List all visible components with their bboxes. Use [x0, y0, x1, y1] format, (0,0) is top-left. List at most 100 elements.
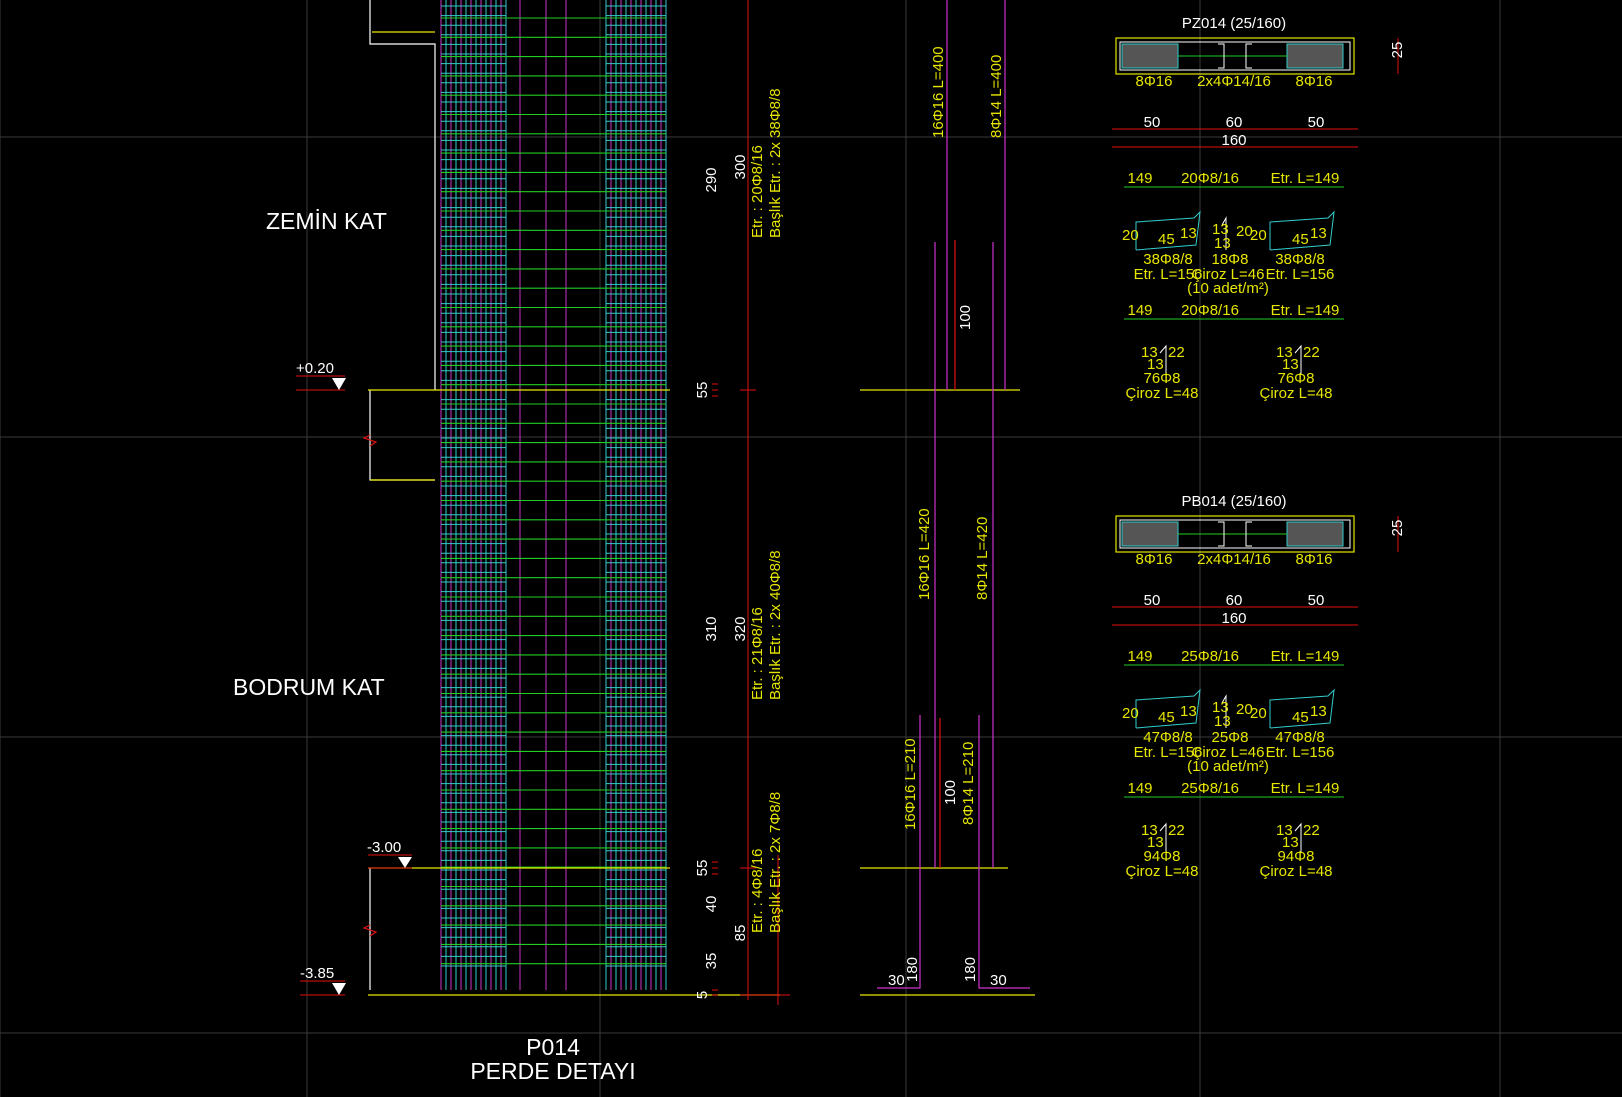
dim-40: 40 [703, 896, 720, 913]
boundary-right-hatch [1286, 521, 1344, 547]
row1-etr: Etr. L=149 [1271, 648, 1340, 665]
hook-180-right: 180 [962, 957, 979, 982]
s45a: 45 [1158, 231, 1175, 248]
t22a: 22 [1168, 344, 1185, 361]
s45b: 45 [1292, 709, 1309, 726]
section-dimensions: 290 300 55 310 320 55 40 85 35 5 [694, 154, 749, 999]
stirrup-shape-right [1269, 210, 1335, 251]
length-left: Etr. L=156 [1134, 266, 1203, 283]
count-right: 47Φ8/8 [1275, 729, 1325, 746]
stirrup-notes: Etr. : 20Φ8/16 Başlık Etr. : 2x 38Φ8/8 E… [749, 88, 784, 933]
section-title: PB014 (25/160) [1181, 493, 1286, 510]
t13d: 13 [1282, 356, 1299, 373]
row2-spec: 20Φ8/16 [1181, 302, 1239, 319]
bar-schedule-labels: 16Φ16 L=400 8Φ14 L=400 100 16Φ16 L=420 8… [888, 46, 1007, 989]
density-note: (10 adet/m²) [1187, 280, 1269, 297]
tie-hook [1245, 521, 1252, 547]
section-outline [1115, 515, 1355, 553]
tie-length-left: Çiroz L=48 [1126, 385, 1199, 402]
section-inner [1119, 519, 1351, 549]
s13d: 13 [1310, 703, 1327, 720]
tie-shape [1294, 822, 1302, 852]
tie-count-left: 76Φ8 [1144, 370, 1181, 387]
row1-etr: Etr. L=149 [1271, 170, 1340, 187]
wall-elevation [440, 0, 667, 990]
s13c: 13 [1214, 713, 1231, 730]
row2-length: 149 [1127, 302, 1152, 319]
dim-55-upper: 55 [694, 382, 711, 399]
tie-length-left: Çiroz L=48 [1126, 863, 1199, 880]
boundary-left-hatch [1121, 521, 1179, 547]
t13b: 13 [1147, 356, 1164, 373]
left-bars: 8Φ16 [1136, 73, 1173, 90]
s20c: 20 [1250, 227, 1267, 244]
bar-footing-16phi16: 16Φ16 L=210 [902, 738, 919, 830]
s45a: 45 [1158, 709, 1175, 726]
right-bars: 8Φ16 [1296, 73, 1333, 90]
bar-footing-100: 100 [942, 780, 959, 805]
dim-85: 85 [732, 925, 749, 942]
s13a: 13 [1180, 225, 1197, 242]
right-bars: 8Φ16 [1296, 551, 1333, 568]
elevation-markers: +0.20 -3.00 -3.85 [296, 360, 412, 996]
s13c: 13 [1214, 235, 1231, 252]
dim-35: 35 [703, 953, 720, 970]
dim-50-left: 50 [1144, 592, 1161, 609]
count-left: 38Φ8/8 [1143, 251, 1193, 268]
note-zemin-etr: Etr. : 20Φ8/16 [749, 145, 766, 238]
floor-label-zemin-kat: ZEMİN KAT [266, 208, 387, 234]
section-inner [1119, 41, 1351, 71]
s20c: 20 [1250, 705, 1267, 722]
hook-30-left: 30 [888, 972, 905, 989]
tie-shape [1159, 822, 1167, 852]
tie-shape [1294, 344, 1302, 374]
dim-60: 60 [1226, 114, 1243, 131]
length-right: Etr. L=156 [1266, 266, 1335, 283]
hook-180-left: 180 [904, 957, 921, 982]
tie-length-right: Çiroz L=48 [1260, 863, 1333, 880]
tie-hook [1218, 43, 1225, 69]
row1-length: 149 [1127, 170, 1152, 187]
length-mid: Çiroz L=46 [1192, 266, 1265, 283]
row1-spec: 25Φ8/16 [1181, 648, 1239, 665]
section-title: PZ014 (25/160) [1182, 15, 1286, 32]
count-left: 47Φ8/8 [1143, 729, 1193, 746]
length-right: Etr. L=156 [1266, 744, 1335, 761]
density-note: (10 adet/m²) [1187, 758, 1269, 775]
dim-50-right: 50 [1308, 592, 1325, 609]
s20b: 20 [1236, 223, 1253, 240]
t22b: 22 [1303, 822, 1320, 839]
tie-shape [1221, 694, 1227, 728]
note-footing-baslik: Başlık Etr. : 2x 7Φ8/8 [767, 792, 784, 933]
count-mid: 25Φ8 [1212, 729, 1249, 746]
t13d: 13 [1282, 834, 1299, 851]
tie-count-left: 94Φ8 [1144, 848, 1181, 865]
t22a: 22 [1168, 822, 1185, 839]
t13c: 13 [1276, 822, 1293, 839]
elevation-minus-385: -3.85 [300, 965, 334, 982]
section-outline [1115, 37, 1355, 75]
bar-footing-8phi14: 8Φ14 L=210 [960, 742, 977, 825]
t13a: 13 [1141, 344, 1158, 361]
dim-50-right: 50 [1308, 114, 1325, 131]
tie-length-right: Çiroz L=48 [1260, 385, 1333, 402]
dim-290: 290 [703, 167, 720, 192]
s45b: 45 [1292, 231, 1309, 248]
count-right: 38Φ8/8 [1275, 251, 1325, 268]
bar-bodrum-16phi16: 16Φ16 L=420 [916, 508, 933, 600]
t13a: 13 [1141, 822, 1158, 839]
note-zemin-baslik: Başlık Etr. : 2x 38Φ8/8 [767, 88, 784, 238]
dim-60: 60 [1226, 592, 1243, 609]
bar-schedule-lines [860, 0, 1035, 996]
s13b: 13 [1212, 699, 1229, 716]
tie-count-right: 76Φ8 [1278, 370, 1315, 387]
s20a: 20 [1122, 705, 1139, 722]
dim-50-left: 50 [1144, 114, 1161, 131]
boundary-left-hatch [1121, 43, 1179, 69]
stirrup-shape-left [1135, 688, 1201, 729]
stirrup-shape-right [1269, 688, 1335, 729]
